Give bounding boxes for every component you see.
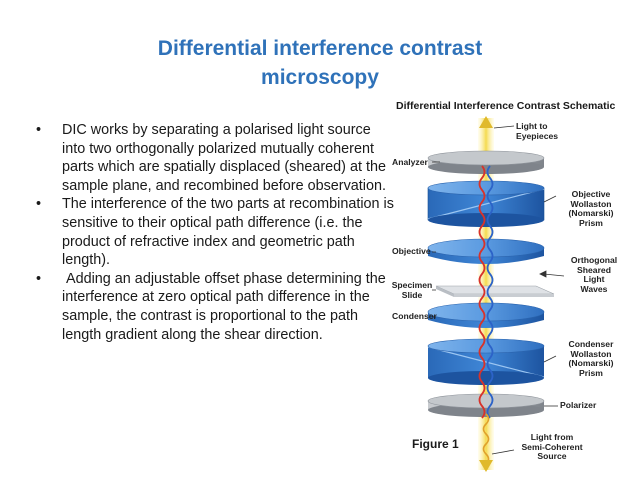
analyzer-disc <box>427 150 545 174</box>
bullet-symbol: • <box>36 122 42 138</box>
label-objective-wollaston-prism: Objective Wollaston (Nomarski) Prism <box>568 189 614 228</box>
slide-title-line-1: Differential interference contrast <box>157 37 483 60</box>
wave-blue <box>486 165 494 419</box>
label-light-to-eyepieces: Light to Eyepieces <box>516 121 559 141</box>
bullet-text: DIC works by separating a polarised ligh… <box>62 122 386 194</box>
bullet-item: • Adding an adjustable offset phase dete… <box>34 270 396 344</box>
wave-red <box>478 165 486 419</box>
label-light-source: Light from Semi-Coherent Source <box>521 432 583 461</box>
figure-heading: Differential Interference Contrast Schem… <box>396 100 616 112</box>
bullet-symbol: • <box>36 196 42 213</box>
condenser-lens <box>427 302 545 328</box>
beam-arrow-bottom-icon <box>479 460 493 472</box>
bullet-symbol: • <box>36 270 42 287</box>
label-objective: Objective <box>392 246 431 256</box>
beam-arrow-top-icon <box>479 116 493 128</box>
label-condenser-wollaston-prism: Condenser Wollaston (Nomarski) Prism <box>568 339 614 378</box>
label-orthogonal-sheared-waves: Orthogonal Sheared Light Waves <box>570 255 618 294</box>
objective-wollaston-prism <box>427 180 545 227</box>
label-polarizer: Polarizer <box>560 400 597 410</box>
bullet-item: • DIC works by separating a polarised li… <box>34 121 396 195</box>
dic-schematic-drawing <box>427 116 565 472</box>
label-condenser: Condenser <box>392 311 437 321</box>
slide-title-line-2: microscopy <box>261 66 379 89</box>
condenser-wollaston-prism <box>427 338 545 385</box>
polarizer-disc <box>427 393 545 417</box>
wave-source <box>482 413 490 465</box>
bullet-text: The interference of the two parts at rec… <box>62 196 394 269</box>
objective-lens <box>427 238 545 264</box>
slide-title: Differential interference contrast micro… <box>60 34 580 92</box>
dic-schematic-figure: Differential Interference Contrast Schem… <box>392 96 638 479</box>
label-leader-lines <box>432 125 565 455</box>
specimen-slide <box>435 285 555 297</box>
label-specimen-slide: Specimen Slide <box>391 280 433 300</box>
label-analyzer: Analyzer <box>392 157 428 167</box>
bullet-item: • The interference of the two parts at r… <box>34 195 396 269</box>
figure-caption: Figure 1 <box>412 437 459 451</box>
bullet-text: Adding an adjustable offset phase determ… <box>62 270 390 343</box>
bullet-list: • DIC works by separating a polarised li… <box>34 121 396 344</box>
